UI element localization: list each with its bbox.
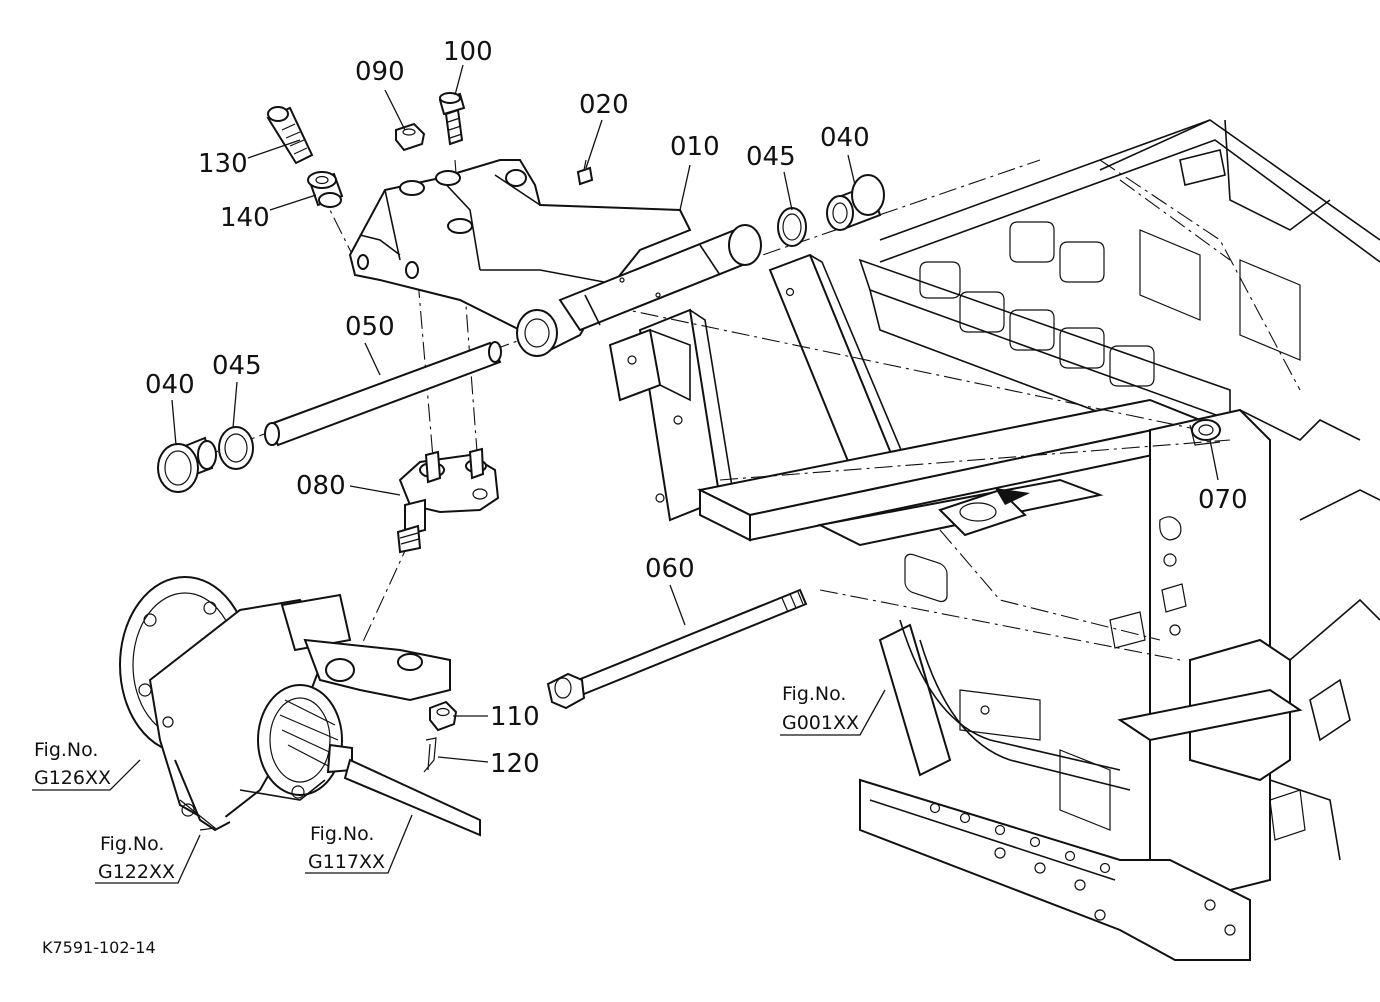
spacer-140 xyxy=(307,171,344,208)
bushing-070 xyxy=(1189,419,1221,446)
fig-ref-code-g126: G126XX xyxy=(34,767,111,789)
leader-lines xyxy=(32,64,1219,884)
part-label-040: 040 xyxy=(145,370,195,400)
fig-ref-prefix-g001: Fig.No. xyxy=(782,683,846,705)
fig-ref-code-g117: G117XX xyxy=(308,851,385,873)
part-label-045: 045 xyxy=(746,142,796,172)
part-label-080: 080 xyxy=(296,471,346,501)
part-label-120: 120 xyxy=(490,749,540,779)
grease-nipple-020 xyxy=(576,159,594,186)
bolt-130 xyxy=(266,106,314,165)
cotter-pin-120 xyxy=(423,737,437,773)
nut-090 xyxy=(395,122,426,152)
part-label-110: 110 xyxy=(490,702,540,732)
part-label-100: 100 xyxy=(443,37,493,67)
bolt-100 xyxy=(438,92,466,146)
bushing-040-right xyxy=(826,174,885,231)
part-label-045: 045 xyxy=(212,351,262,381)
castle-nut-110 xyxy=(429,700,458,732)
part-label-050: 050 xyxy=(345,312,395,342)
part-label-090: 090 xyxy=(355,57,405,87)
part-labels: 100 090 020 010 045 040 130 140 050 040 … xyxy=(145,37,1248,779)
ball-joint-080 xyxy=(396,447,500,554)
part-label-060: 060 xyxy=(645,554,695,584)
pivot-shaft-050 xyxy=(264,341,502,447)
part-label-070: 070 xyxy=(1198,485,1248,515)
part-label-040: 040 xyxy=(820,123,870,153)
fig-ref-prefix-g122: Fig.No. xyxy=(100,833,164,855)
washer-045-right xyxy=(777,207,807,247)
fig-ref-prefix-g126: Fig.No. xyxy=(34,739,98,761)
bushing-040-left xyxy=(157,436,217,493)
fig-ref-code-g001: G001XX xyxy=(782,712,859,734)
steering-knuckle-hub xyxy=(119,576,481,837)
part-label-020: 020 xyxy=(579,90,629,120)
fig-ref-prefix-g117: Fig.No. xyxy=(310,823,374,845)
figure-references: Fig.No. G001XX Fig.No. G126XX Fig.No. G1… xyxy=(34,683,859,883)
chassis-frame xyxy=(608,119,1380,961)
fig-ref-code-g122: G122XX xyxy=(98,861,175,883)
part-label-010: 010 xyxy=(670,132,720,162)
part-label-140: 140 xyxy=(220,203,270,233)
drawing-code: K7591-102-14 xyxy=(42,938,156,957)
long-bolt-060 xyxy=(546,588,808,710)
upper-arm-assembly xyxy=(348,159,762,357)
washer-045-left xyxy=(218,426,254,470)
part-label-130: 130 xyxy=(198,149,248,179)
